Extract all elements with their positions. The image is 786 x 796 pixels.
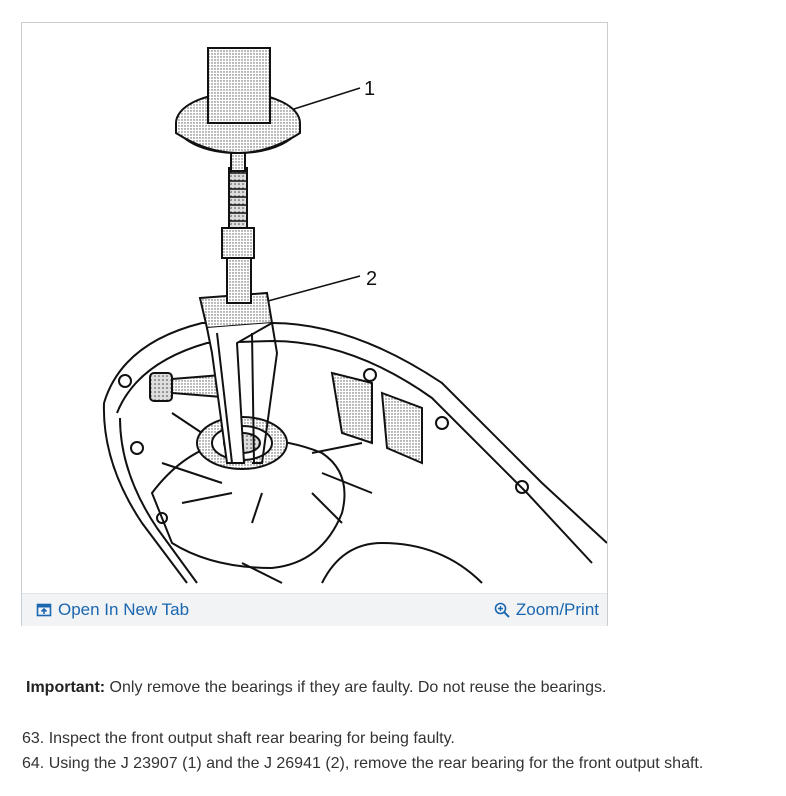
open-in-new-tab-link[interactable]: Open In New Tab	[36, 600, 189, 620]
figure-toolbar: Open In New Tab Zoom/Print	[22, 593, 607, 626]
important-text: Only remove the bearings if they are fau…	[105, 679, 607, 696]
callout-2: 2	[366, 268, 377, 290]
step-64: 64. Using the J 23907 (1) and the J 2694…	[22, 755, 704, 772]
step-63: 63. Inspect the front output shaft rear …	[22, 730, 455, 747]
callout-1: 1	[364, 78, 375, 100]
important-note: Important: Only remove the bearings if t…	[26, 678, 786, 698]
bearing-removal-illustration[interactable]: 1 2	[22, 23, 607, 593]
open-in-new-tab-label: Open In New Tab	[58, 600, 190, 619]
important-label: Important:	[26, 679, 106, 696]
zoom-print-label: Zoom/Print	[515, 600, 599, 619]
figure-card: 1 2 Open In New Tab Zoom/Print	[21, 22, 608, 626]
zoom-print-link[interactable]: Zoom/Print	[494, 600, 599, 620]
open-new-tab-icon	[36, 603, 52, 617]
zoom-magnifier-icon	[494, 602, 510, 618]
line-drawing: 1 2	[102, 47, 607, 584]
